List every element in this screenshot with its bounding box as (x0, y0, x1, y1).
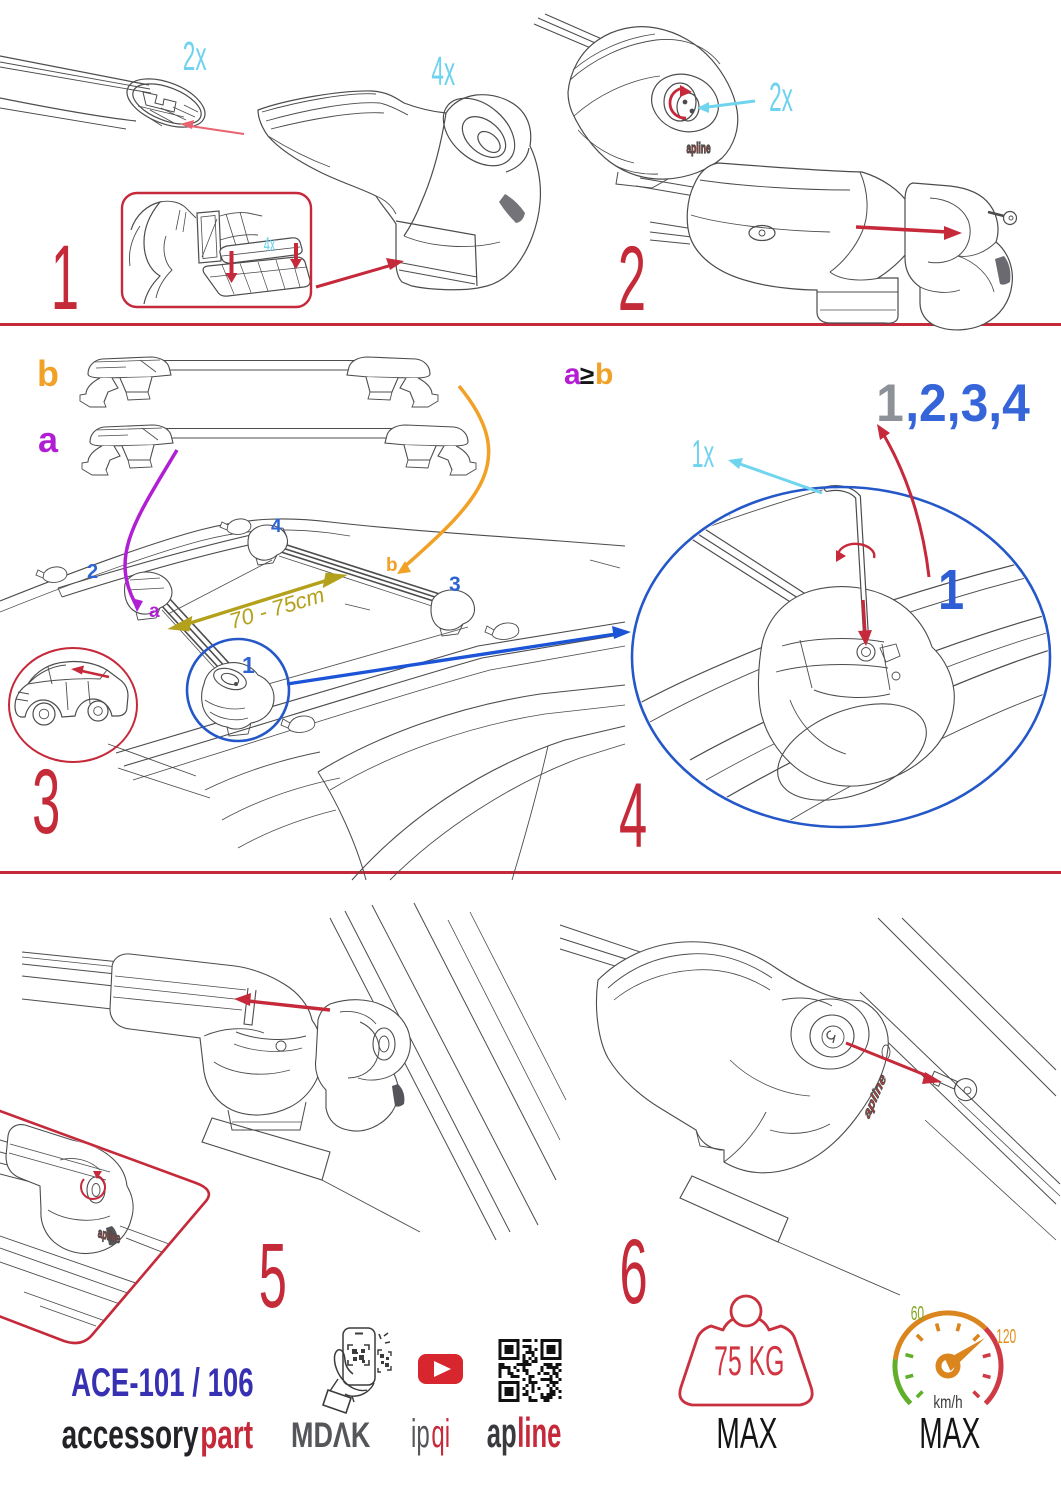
svg-text:60: 60 (911, 1303, 924, 1325)
svg-text:1: 1 (51, 226, 79, 329)
svg-text:2: 2 (87, 561, 98, 583)
svg-text:part: part (200, 1413, 253, 1457)
svg-text:ap: ap (487, 1411, 517, 1457)
svg-text:75 KG: 75 KG (714, 1338, 784, 1384)
svg-text:apline: apline (97, 1226, 120, 1247)
svg-text:b: b (386, 555, 398, 576)
svg-text:≥: ≥ (580, 360, 594, 390)
svg-text:4: 4 (619, 764, 647, 867)
svg-text:MAX: MAX (716, 1409, 777, 1458)
svg-text:3: 3 (449, 573, 461, 596)
svg-text:1: 1 (876, 373, 904, 433)
svg-text:4x: 4x (431, 49, 455, 95)
svg-text:MDΛK: MDΛK (291, 1416, 371, 1455)
svg-text:4x: 4x (264, 234, 276, 256)
svg-text:a: a (149, 601, 160, 622)
svg-text:a: a (564, 358, 581, 391)
svg-text:ip: ip (411, 1411, 430, 1456)
svg-text:5: 5 (259, 1224, 287, 1327)
svg-text:a: a (38, 419, 59, 460)
svg-text:qi: qi (431, 1411, 450, 1456)
svg-text:,2,3,4: ,2,3,4 (905, 373, 1030, 433)
svg-text:MAX: MAX (919, 1409, 980, 1458)
svg-text:1x: 1x (692, 432, 715, 475)
svg-text:2x: 2x (183, 34, 207, 80)
svg-text:apline: apline (687, 139, 711, 156)
svg-text:2x: 2x (769, 75, 793, 121)
svg-text:1: 1 (938, 559, 964, 622)
svg-text:line: line (517, 1411, 561, 1457)
svg-text:b: b (595, 358, 613, 391)
svg-text:accessory: accessory (62, 1413, 200, 1457)
svg-text:ACE-101 / 106: ACE-101 / 106 (71, 1361, 254, 1405)
svg-text:6: 6 (620, 1220, 648, 1323)
svg-text:4: 4 (271, 516, 282, 537)
svg-text:3: 3 (32, 750, 60, 853)
svg-text:1: 1 (242, 652, 255, 678)
svg-text:km/h: km/h (933, 1393, 962, 1412)
svg-text:120: 120 (996, 1326, 1016, 1348)
svg-text:2: 2 (618, 227, 646, 330)
svg-text:b: b (37, 353, 59, 394)
